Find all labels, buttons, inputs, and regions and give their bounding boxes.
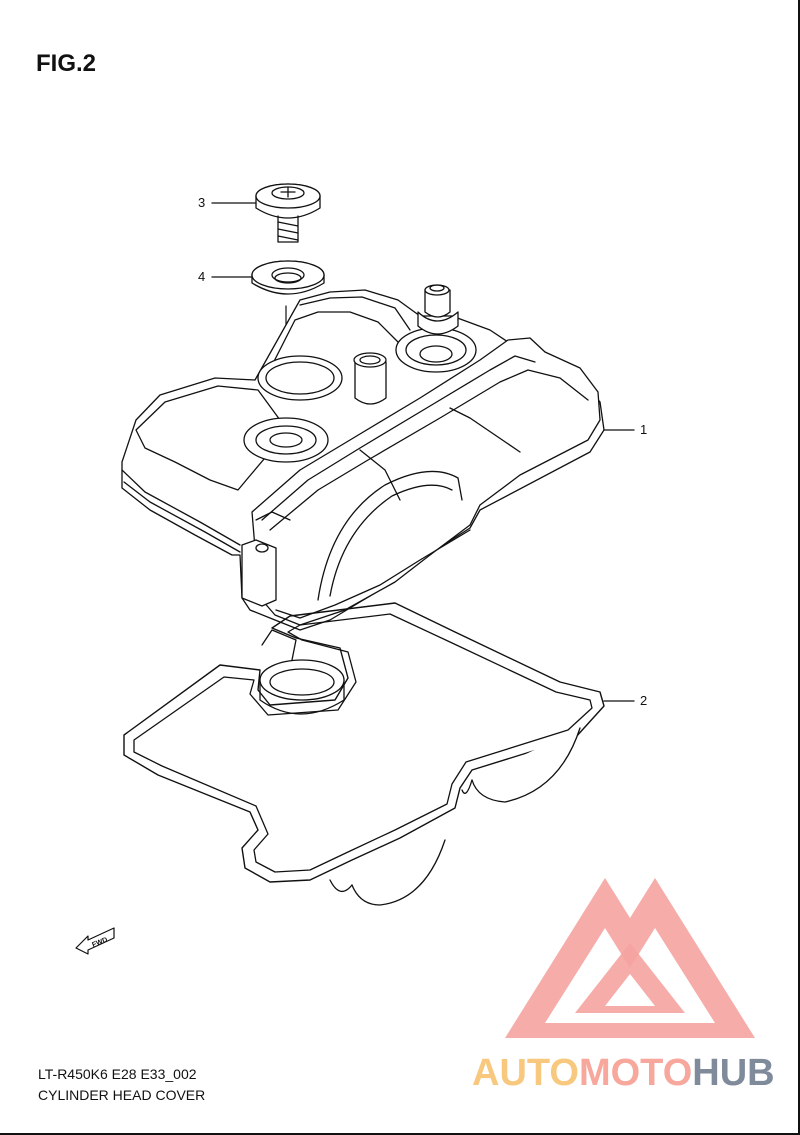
callout-4: 4: [198, 269, 206, 284]
watermark-logo-icon: [505, 878, 755, 1038]
watermark-hub: HUB: [692, 1052, 775, 1094]
seal-washer-part[interactable]: [251, 260, 325, 295]
forward-direction-arrow-icon: FWD: [75, 927, 115, 955]
footer-part-code: LT-R450K6 E28 E33_002: [38, 1066, 197, 1082]
bolt-part[interactable]: [255, 183, 321, 243]
watermark-auto: AUTO: [472, 1052, 579, 1094]
callout-1: 1: [640, 422, 648, 437]
footer-assembly-name: CYLINDER HEAD COVER: [38, 1087, 206, 1103]
gasket-part[interactable]: [123, 602, 605, 906]
callout-2: 2: [640, 693, 648, 708]
figure-title: FIG.2: [36, 50, 97, 77]
watermark-text: AUTOMOTOHUB: [472, 1052, 775, 1095]
callout-3: 3: [198, 195, 206, 210]
cylinder-head-cover-part[interactable]: [121, 284, 605, 631]
watermark-moto: MOTO: [578, 1052, 693, 1094]
